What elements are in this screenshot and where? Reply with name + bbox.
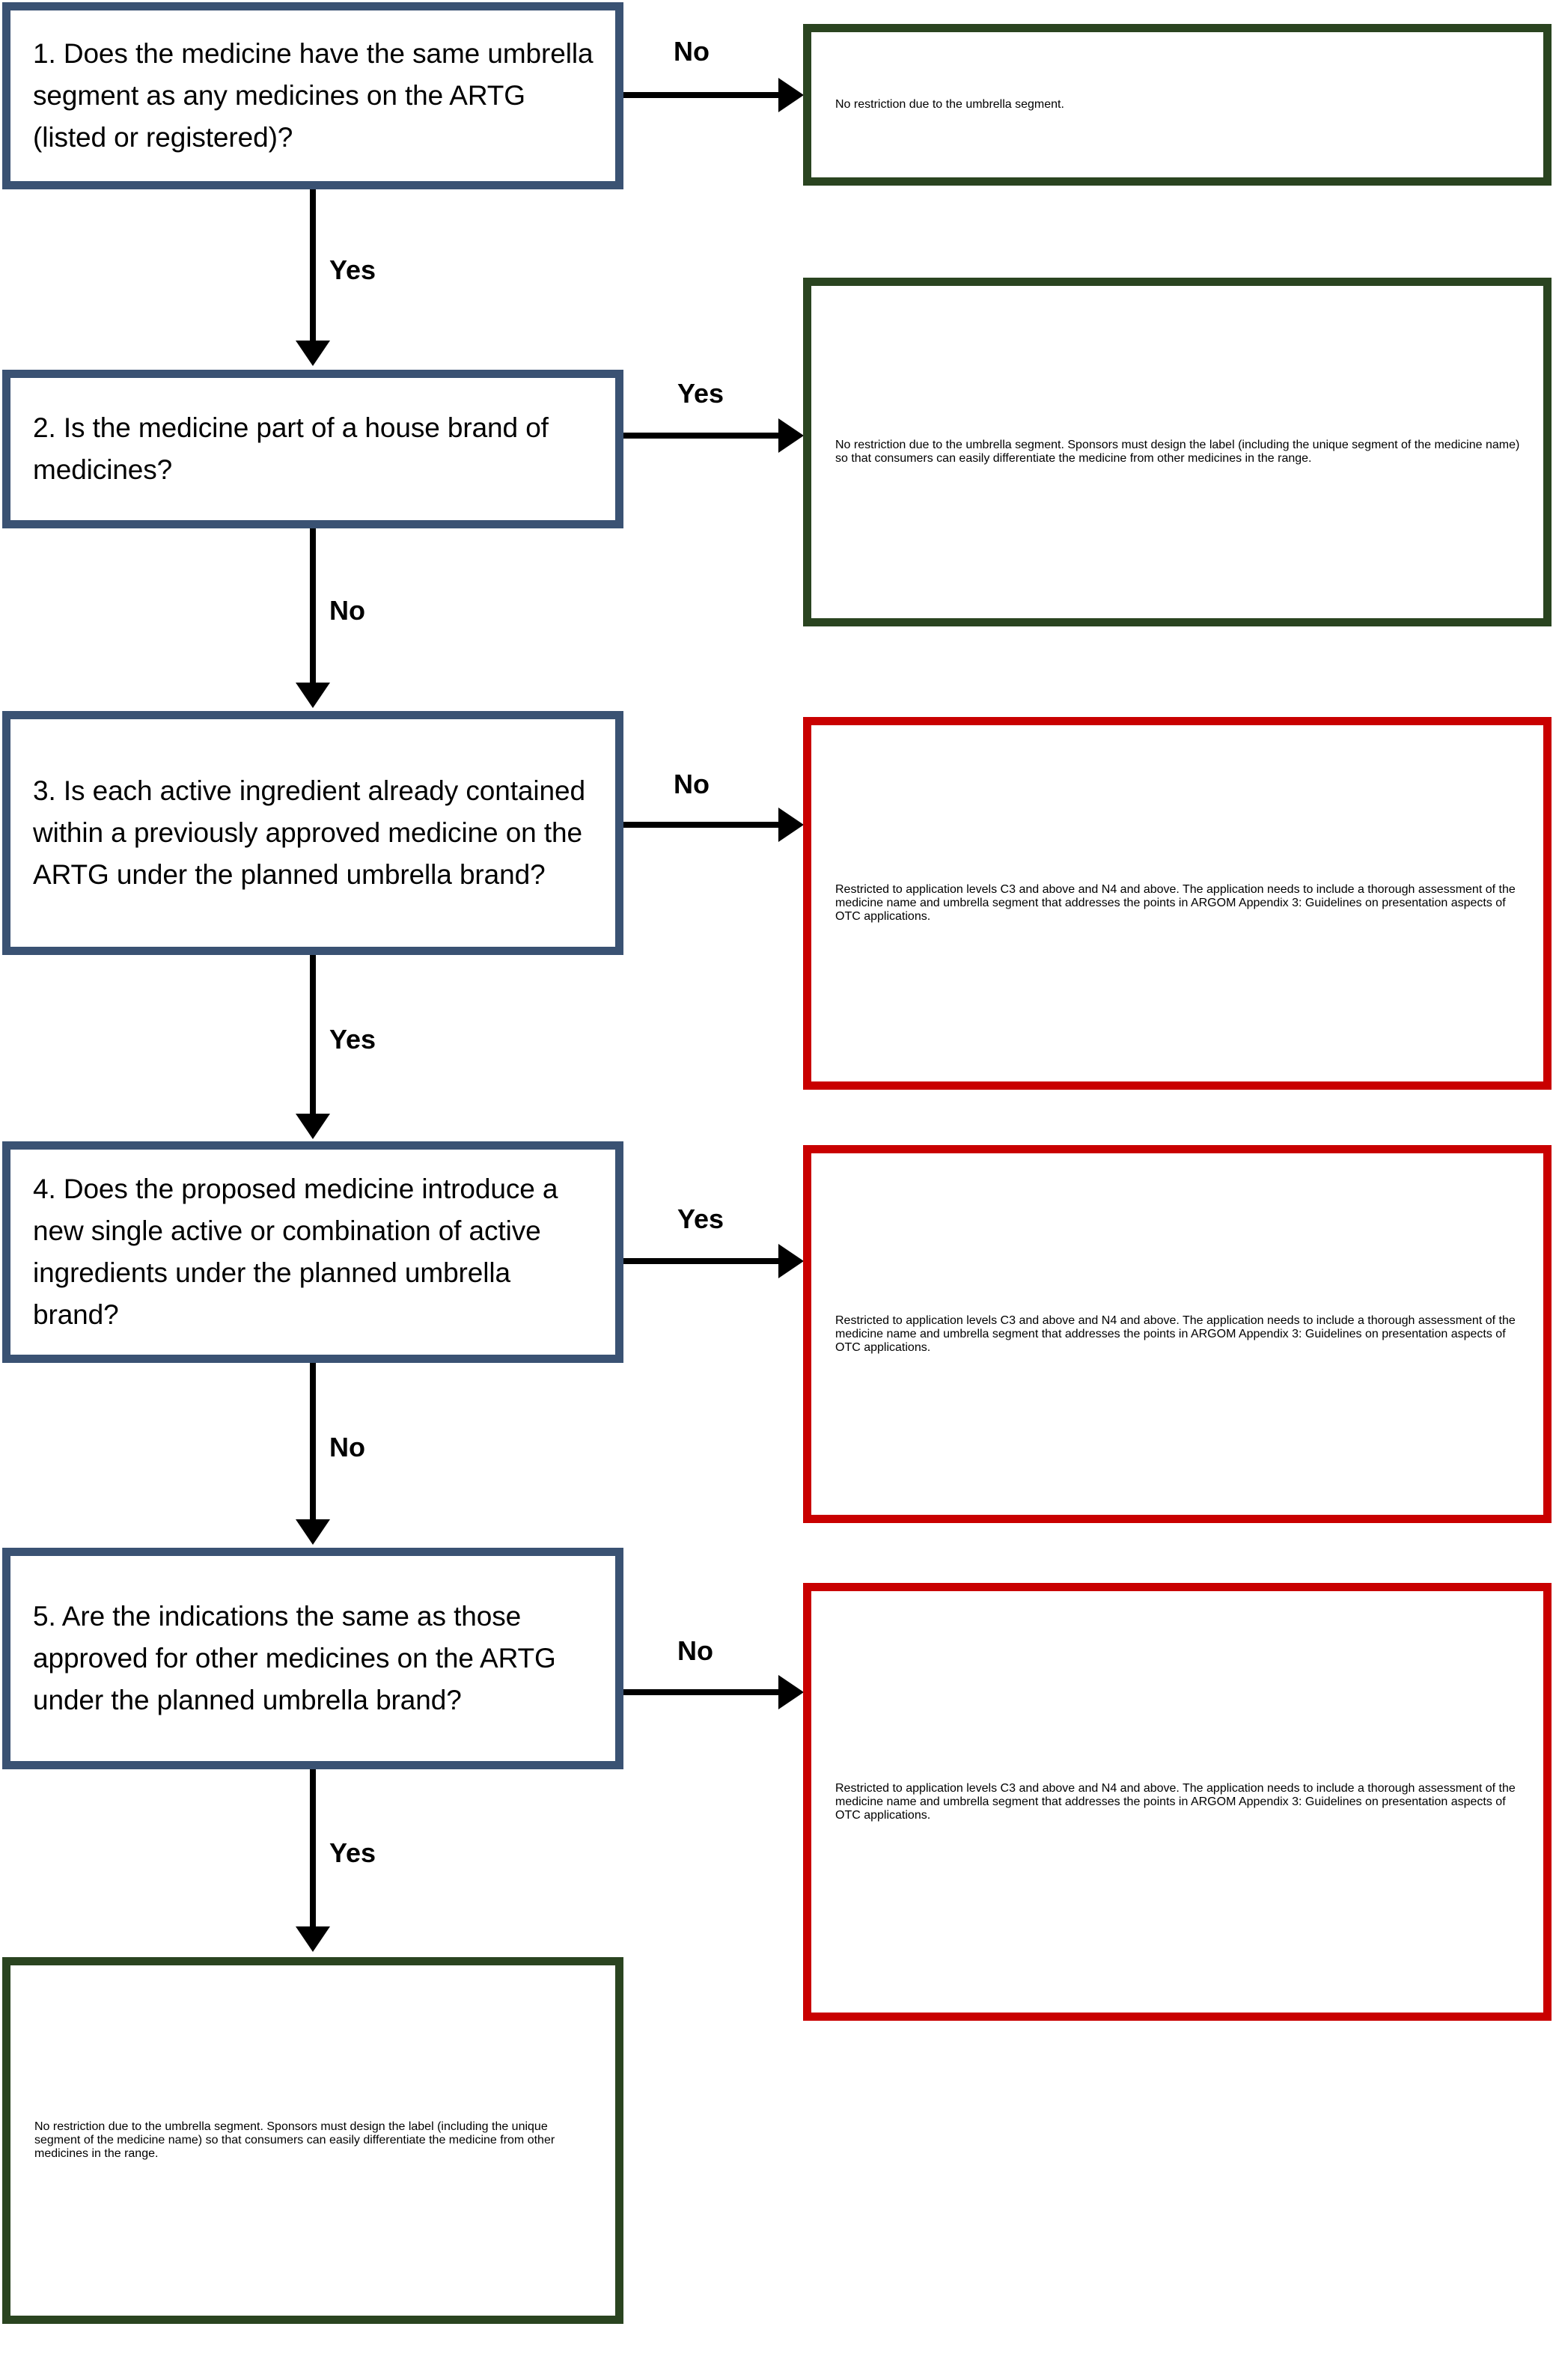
question-box-1[interactable]: 1. Does the medicine have the same umbre…: [2, 2, 623, 189]
connector-q4-yes-arrowhead: [778, 1244, 804, 1278]
connector-q4-no-arrowhead: [296, 1519, 330, 1545]
outcome-box-6[interactable]: No restriction due to the umbrella segme…: [2, 1957, 623, 2324]
edge-label-q5-yes: Yes: [329, 1837, 376, 1868]
question-3-text: 3. Is each active ingredient already con…: [33, 775, 585, 891]
connector-q4-no-line: [310, 1363, 316, 1522]
edge-label-q4-yes: Yes: [677, 1203, 724, 1234]
connector-q5-yes-line: [310, 1769, 316, 1928]
outcome-box-2[interactable]: No restriction due to the umbrella segme…: [803, 278, 1552, 626]
outcome-box-4[interactable]: Restricted to application levels C3 and …: [803, 1145, 1552, 1523]
outcome-2-text: No restriction due to the umbrella segme…: [835, 439, 1520, 465]
connector-q2-no-arrowhead: [296, 683, 330, 708]
edge-label-q3-yes: Yes: [329, 1024, 376, 1055]
edge-label-q1-no: No: [674, 36, 710, 67]
connector-q4-yes-line: [623, 1258, 787, 1264]
outcome-box-3[interactable]: Restricted to application levels C3 and …: [803, 717, 1552, 1090]
connector-q1-yes-line: [310, 189, 316, 345]
connector-q2-yes-line: [623, 433, 787, 439]
outcome-6-text: No restriction due to the umbrella segme…: [34, 2120, 555, 2160]
edge-label-q5-no: No: [677, 1635, 713, 1666]
question-4-text: 4. Does the proposed medicine introduce …: [33, 1173, 558, 1331]
question-box-4[interactable]: 4. Does the proposed medicine introduce …: [2, 1141, 623, 1363]
connector-q5-no-line: [623, 1689, 787, 1695]
connector-q2-no-line: [310, 528, 316, 687]
question-box-2[interactable]: 2. Is the medicine part of a house brand…: [2, 370, 623, 528]
outcome-box-5[interactable]: Restricted to application levels C3 and …: [803, 1583, 1552, 2021]
connector-q5-no-arrowhead: [778, 1675, 804, 1709]
connector-q3-yes-arrowhead: [296, 1114, 330, 1139]
question-box-3[interactable]: 3. Is each active ingredient already con…: [2, 711, 623, 955]
connector-q3-yes-line: [310, 955, 316, 1116]
outcome-5-text: Restricted to application levels C3 and …: [835, 1781, 1516, 1822]
outcome-4-text: Restricted to application levels C3 and …: [835, 1313, 1516, 1354]
edge-label-q3-no: No: [674, 769, 710, 799]
connector-q1-yes-arrowhead: [296, 341, 330, 366]
question-box-5[interactable]: 5. Are the indications the same as those…: [2, 1548, 623, 1769]
connector-q3-no-arrowhead: [778, 808, 804, 842]
question-5-text: 5. Are the indications the same as those…: [33, 1600, 556, 1716]
edge-label-q4-no: No: [329, 1432, 365, 1462]
connector-q2-yes-arrowhead: [778, 418, 804, 453]
outcome-3-text: Restricted to application levels C3 and …: [835, 883, 1516, 923]
edge-label-q1-yes: Yes: [329, 254, 376, 285]
outcome-box-1[interactable]: No restriction due to the umbrella segme…: [803, 24, 1552, 186]
edge-label-q2-yes: Yes: [677, 378, 724, 409]
connector-q1-no-arrowhead: [778, 78, 804, 112]
question-2-text: 2. Is the medicine part of a house brand…: [33, 412, 549, 485]
connector-q3-no-line: [623, 822, 787, 828]
connector-q5-yes-arrowhead: [296, 1926, 330, 1952]
question-1-text: 1. Does the medicine have the same umbre…: [33, 37, 594, 153]
connector-q1-no-line: [623, 92, 787, 98]
edge-label-q2-no: No: [329, 595, 365, 626]
outcome-1-text: No restriction due to the umbrella segme…: [835, 98, 1064, 111]
